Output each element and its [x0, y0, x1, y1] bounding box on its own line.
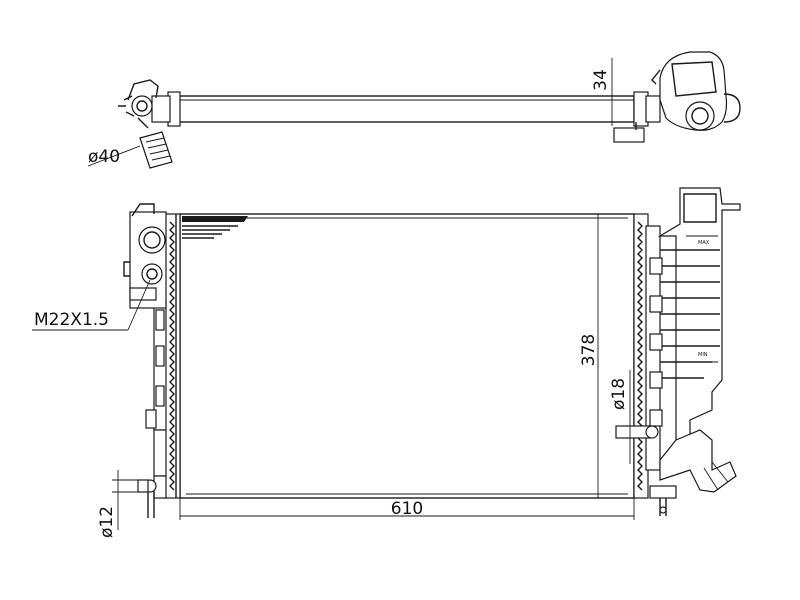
- tank-min-mark: MIN: [698, 352, 708, 358]
- core-height-dimension: 378: [579, 213, 640, 499]
- left-header-tank: [123, 203, 181, 518]
- dimension-610: 610: [391, 499, 423, 519]
- thread-size-dimension: M22X1.5: [32, 279, 151, 331]
- dimension-diameter-40: ø40: [88, 147, 120, 167]
- drain-diameter-dimension: ø12: [97, 470, 148, 538]
- dimension-378: 378: [579, 334, 599, 366]
- tank-ribs: [649, 249, 720, 427]
- front-view: MAX MIN 610 378: [32, 187, 741, 538]
- core-fin-hatch: [182, 216, 248, 239]
- tank-max-mark: MAX: [698, 240, 710, 246]
- dimension-diameter-12: ø12: [97, 506, 117, 538]
- top-view-right-tank: [613, 51, 741, 143]
- side-pipe-diameter-dimension: ø18: [609, 370, 636, 464]
- dimension-thread-m22: M22X1.5: [34, 310, 109, 330]
- top-tube-dimension: 34: [591, 58, 622, 126]
- top-pipe-diameter-dimension: ø40: [87, 145, 141, 167]
- dimension-diameter-18: ø18: [609, 378, 629, 410]
- dimension-34: 34: [591, 69, 611, 91]
- right-header-tank: MAX MIN: [615, 187, 741, 516]
- core-width-dimension: 610: [179, 498, 635, 520]
- top-view-left-inlet: [118, 79, 181, 169]
- radiator-core: [179, 213, 635, 499]
- top-view: 34 ø40: [87, 51, 741, 169]
